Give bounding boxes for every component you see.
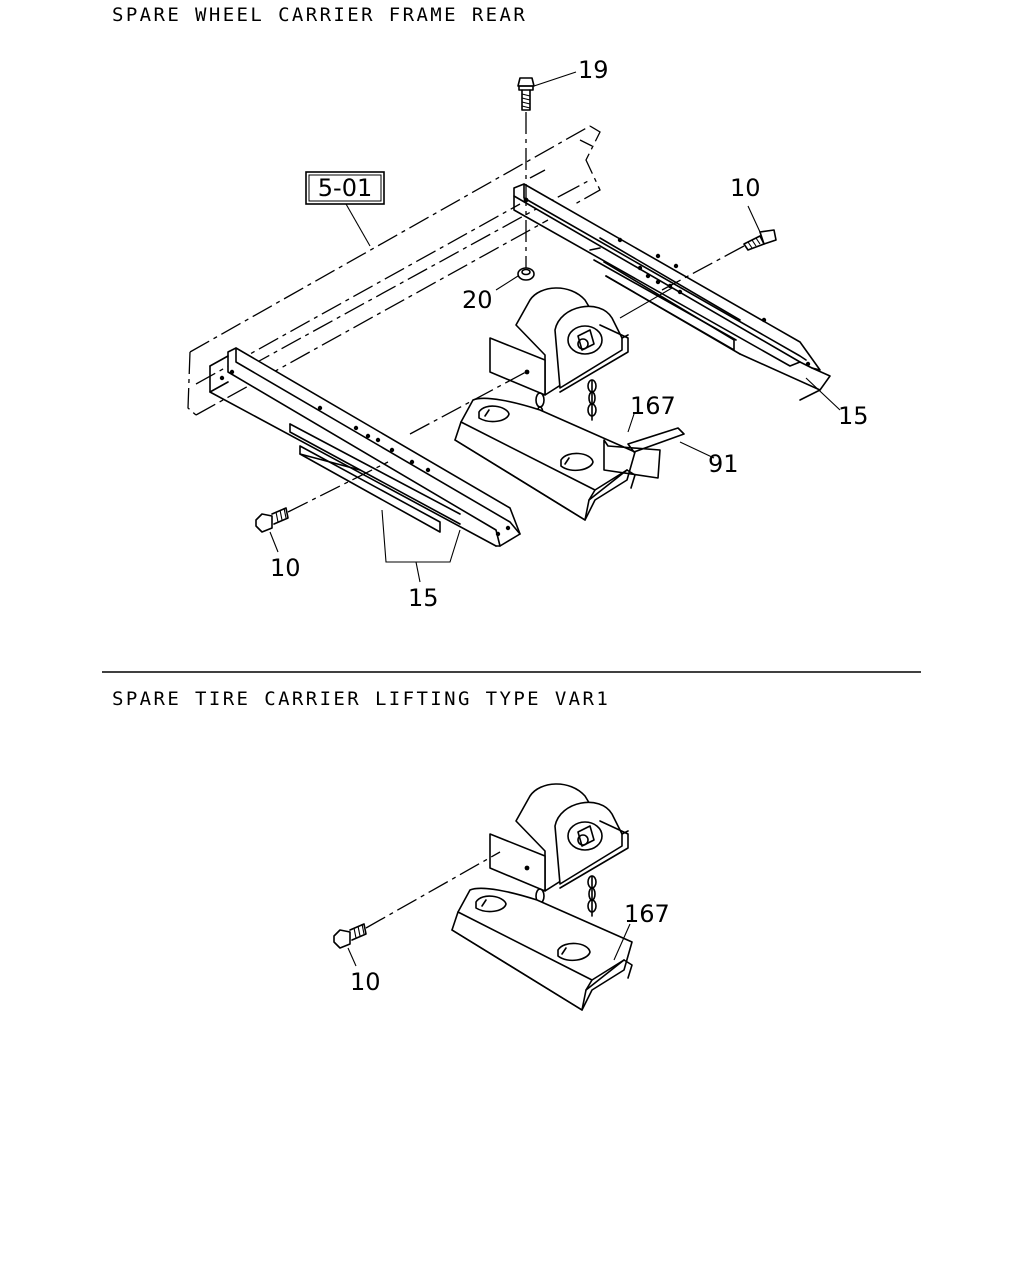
- svg-text:5-01: 5-01: [318, 174, 372, 202]
- callout-10-var1: 10: [350, 968, 381, 996]
- shim-91: [603, 427, 685, 479]
- callout-91: 91: [708, 450, 739, 478]
- bolt-19[interactable]: [517, 77, 535, 111]
- reference-box-5-01[interactable]: 5-01: [305, 171, 385, 205]
- callout-19: 19: [578, 56, 609, 84]
- ref-leader: [345, 203, 371, 247]
- callout-20: 20: [462, 286, 493, 314]
- callout-15-right: 15: [838, 402, 869, 430]
- frame-rear-assembly: 5-01: [187, 56, 869, 612]
- bracket-left: [209, 347, 521, 547]
- bolt-10-var1-axis: [365, 851, 501, 929]
- callout-15-left: 15: [408, 584, 439, 612]
- callout-167-var1: 167: [624, 900, 670, 928]
- lifting-type-assembly: 167 10: [333, 783, 670, 1011]
- bolt-10-left[interactable]: [255, 507, 289, 533]
- callout-10-left: 10: [270, 554, 301, 582]
- carrier-plate-var1: [451, 887, 633, 1011]
- section-title-frame-rear: SPARE WHEEL CARRIER FRAME REAR: [112, 4, 528, 26]
- bolt-10-right-axis: [661, 245, 745, 291]
- winch-mount-axis: [409, 371, 527, 435]
- callout-10-right: 10: [730, 174, 761, 202]
- nut-20[interactable]: [517, 267, 535, 281]
- section-title-lifting-type: SPARE TIRE CARRIER LIFTING TYPE VAR1: [112, 688, 611, 710]
- callout-167-top: 167: [630, 392, 676, 420]
- bolt-10-right[interactable]: [743, 229, 777, 251]
- bolt-10-left-axis: [287, 461, 389, 513]
- bracket-right: [513, 183, 831, 401]
- bolt-10-var1[interactable]: [333, 923, 367, 949]
